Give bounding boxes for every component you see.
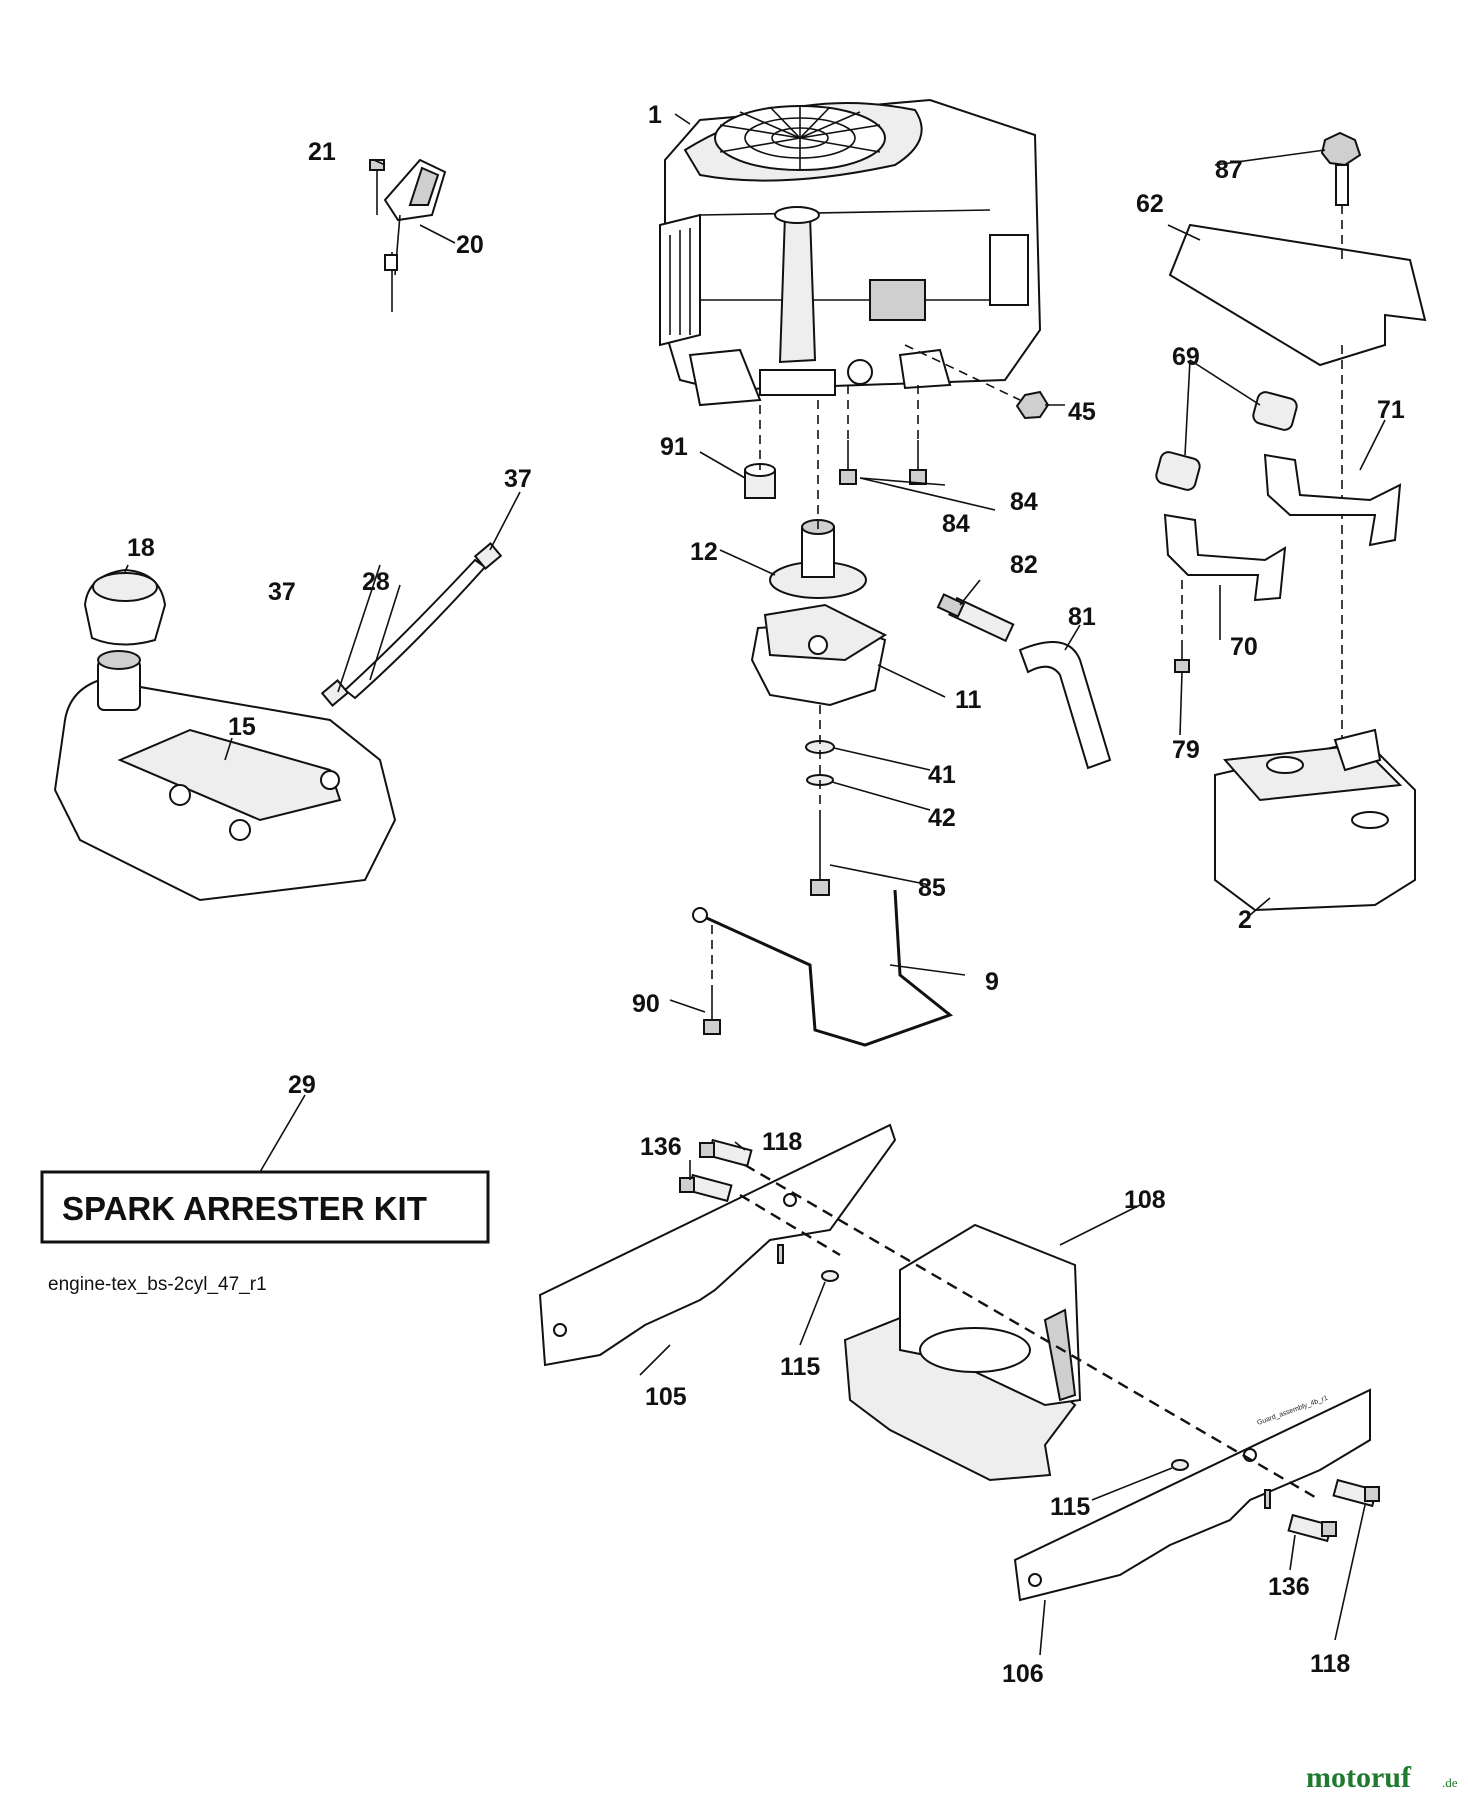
pulley-12 bbox=[769, 519, 867, 599]
part-labels: 1 21 20 87 62 69 45 71 91 37 84 84 18 12… bbox=[127, 101, 1405, 1688]
label-21: 21 bbox=[308, 138, 336, 166]
gasket-69-lower bbox=[1155, 451, 1201, 491]
gasket-69-upper bbox=[1252, 391, 1298, 431]
label-84-right: 84 bbox=[1010, 488, 1038, 516]
throttle-control bbox=[383, 158, 447, 312]
bolt-136-bottom bbox=[1287, 1513, 1337, 1543]
bolt-21 bbox=[369, 159, 385, 215]
bolt-84-right bbox=[909, 440, 927, 485]
label-41: 41 bbox=[928, 761, 956, 789]
spark-arrester-kit-label: SPARK ARRESTER KIT bbox=[62, 1190, 427, 1227]
label-87: 87 bbox=[1215, 156, 1243, 184]
label-37-upper: 37 bbox=[504, 465, 532, 493]
label-42: 42 bbox=[928, 804, 956, 832]
label-81: 81 bbox=[1068, 603, 1096, 631]
watermark: motoruf .de bbox=[1306, 1761, 1458, 1794]
label-2: 2 bbox=[1238, 906, 1252, 934]
bolt-84-left bbox=[839, 440, 857, 485]
bolt-90 bbox=[703, 985, 721, 1035]
label-118-bottom: 118 bbox=[1310, 1650, 1350, 1678]
label-15: 15 bbox=[228, 713, 256, 741]
fuel-cap bbox=[83, 568, 167, 646]
label-115-top: 115 bbox=[780, 1353, 820, 1381]
label-71: 71 bbox=[1377, 396, 1405, 424]
label-108: 108 bbox=[1124, 1186, 1166, 1214]
label-136-top: 136 bbox=[640, 1133, 682, 1161]
pipe-71 bbox=[1263, 453, 1402, 547]
label-28: 28 bbox=[362, 568, 390, 596]
label-9: 9 bbox=[985, 968, 999, 996]
bolt-85 bbox=[810, 815, 830, 896]
label-136-bottom: 136 bbox=[1268, 1573, 1310, 1601]
label-85: 85 bbox=[918, 874, 946, 902]
label-69: 69 bbox=[1172, 343, 1200, 371]
label-1: 1 bbox=[648, 101, 662, 129]
label-106: 106 bbox=[1002, 1660, 1044, 1688]
label-70: 70 bbox=[1230, 633, 1258, 661]
pipe-70 bbox=[1163, 513, 1287, 602]
spark-arrester-kit-box bbox=[40, 1170, 490, 1244]
guard-plate-105 bbox=[538, 1123, 897, 1367]
guard-plate-106 bbox=[1013, 1388, 1371, 1602]
label-11: 11 bbox=[955, 686, 982, 714]
rod-9 bbox=[699, 889, 954, 1047]
washer-115-bottom bbox=[1171, 1459, 1189, 1471]
hose-clamp-upper bbox=[473, 542, 503, 570]
label-29: 29 bbox=[288, 1071, 316, 1099]
leader-lines bbox=[124, 113, 1386, 1173]
fuel-tank bbox=[53, 650, 397, 902]
label-45: 45 bbox=[1068, 398, 1096, 426]
electric-clutch bbox=[750, 603, 888, 707]
guard-108 bbox=[843, 1223, 1082, 1482]
bolt-118-bottom bbox=[1332, 1478, 1380, 1508]
watermark-tld: .de bbox=[1442, 1775, 1458, 1790]
muffler-2 bbox=[1214, 728, 1416, 912]
label-37-lower: 37 bbox=[268, 578, 296, 606]
label-62: 62 bbox=[1136, 190, 1164, 218]
label-20: 20 bbox=[456, 231, 484, 259]
hose-clamp-lower bbox=[320, 679, 350, 707]
label-105: 105 bbox=[645, 1383, 687, 1411]
bolt-136-top bbox=[679, 1173, 733, 1203]
guard-leader-lines bbox=[639, 1141, 1366, 1656]
bolt-79 bbox=[1174, 640, 1190, 673]
washer-115-top bbox=[821, 1270, 839, 1282]
knob-87 bbox=[1320, 131, 1362, 206]
engine bbox=[659, 98, 1042, 407]
label-115-bottom: 115 bbox=[1050, 1493, 1090, 1521]
label-12: 12 bbox=[690, 538, 718, 566]
label-82: 82 bbox=[1010, 551, 1038, 579]
label-118-top: 118 bbox=[762, 1128, 802, 1156]
drawing-id: engine-tex_bs-2cyl_47_r1 bbox=[48, 1274, 267, 1295]
nut-45 bbox=[1015, 390, 1050, 420]
heat-shield-62 bbox=[1168, 223, 1427, 367]
label-84-left: 84 bbox=[942, 510, 970, 538]
watermark-brand: motoruf bbox=[1306, 1761, 1412, 1794]
label-90: 90 bbox=[632, 990, 660, 1018]
label-91: 91 bbox=[660, 433, 688, 461]
fitting-82 bbox=[936, 593, 1015, 643]
hose-81 bbox=[1018, 641, 1112, 770]
label-18: 18 bbox=[127, 534, 155, 562]
label-79: 79 bbox=[1172, 736, 1200, 764]
bolt-118-top bbox=[699, 1138, 753, 1168]
